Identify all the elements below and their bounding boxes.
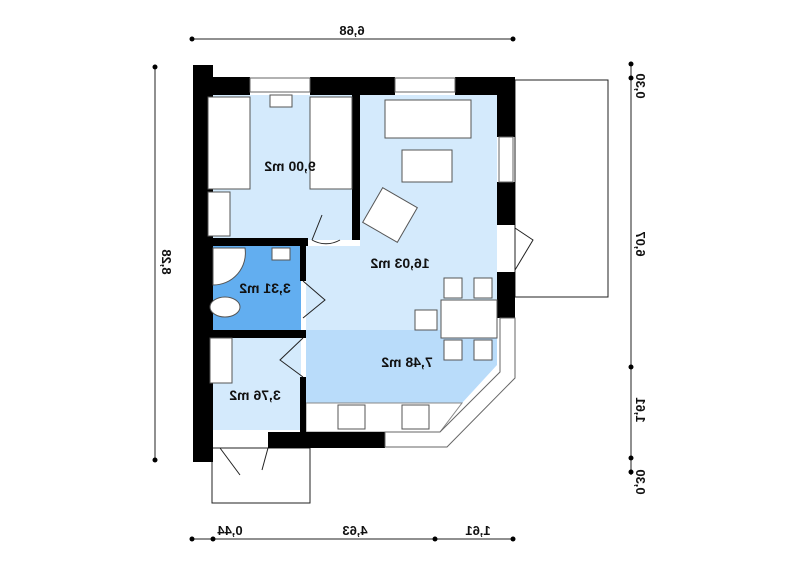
area-hall: 3,76 m2 bbox=[229, 387, 281, 403]
dimension-ticks bbox=[152, 36, 634, 542]
area-kitchen: 7,48 m2 bbox=[381, 354, 433, 370]
dim-right-3: 1,61 bbox=[633, 397, 648, 422]
dim-top-total: 6,68 bbox=[339, 23, 364, 38]
doors bbox=[219, 214, 534, 476]
dim-bottom-1: 0,44 bbox=[217, 523, 243, 538]
dim-left-total: 8,28 bbox=[159, 249, 174, 274]
terrace-outline bbox=[514, 79, 609, 298]
dim-bottom-3: 1,61 bbox=[465, 523, 490, 538]
area-living: 16,03 m2 bbox=[370, 255, 429, 271]
furniture bbox=[207, 94, 498, 430]
dim-right-1: 0,30 bbox=[633, 73, 648, 98]
dim-right-4: 0,30 bbox=[633, 469, 648, 494]
dim-bottom-2: 4,63 bbox=[342, 523, 367, 538]
area-bathroom: 3,31 m2 bbox=[239, 280, 291, 296]
dim-right-2: 6,07 bbox=[633, 231, 648, 256]
windows bbox=[249, 77, 516, 448]
area-bedroom: 9,00 m2 bbox=[264, 158, 316, 174]
walls bbox=[193, 65, 515, 462]
kitchen-counter bbox=[305, 402, 464, 433]
porch-outline bbox=[211, 447, 311, 504]
dimension-lines bbox=[154, 38, 632, 540]
